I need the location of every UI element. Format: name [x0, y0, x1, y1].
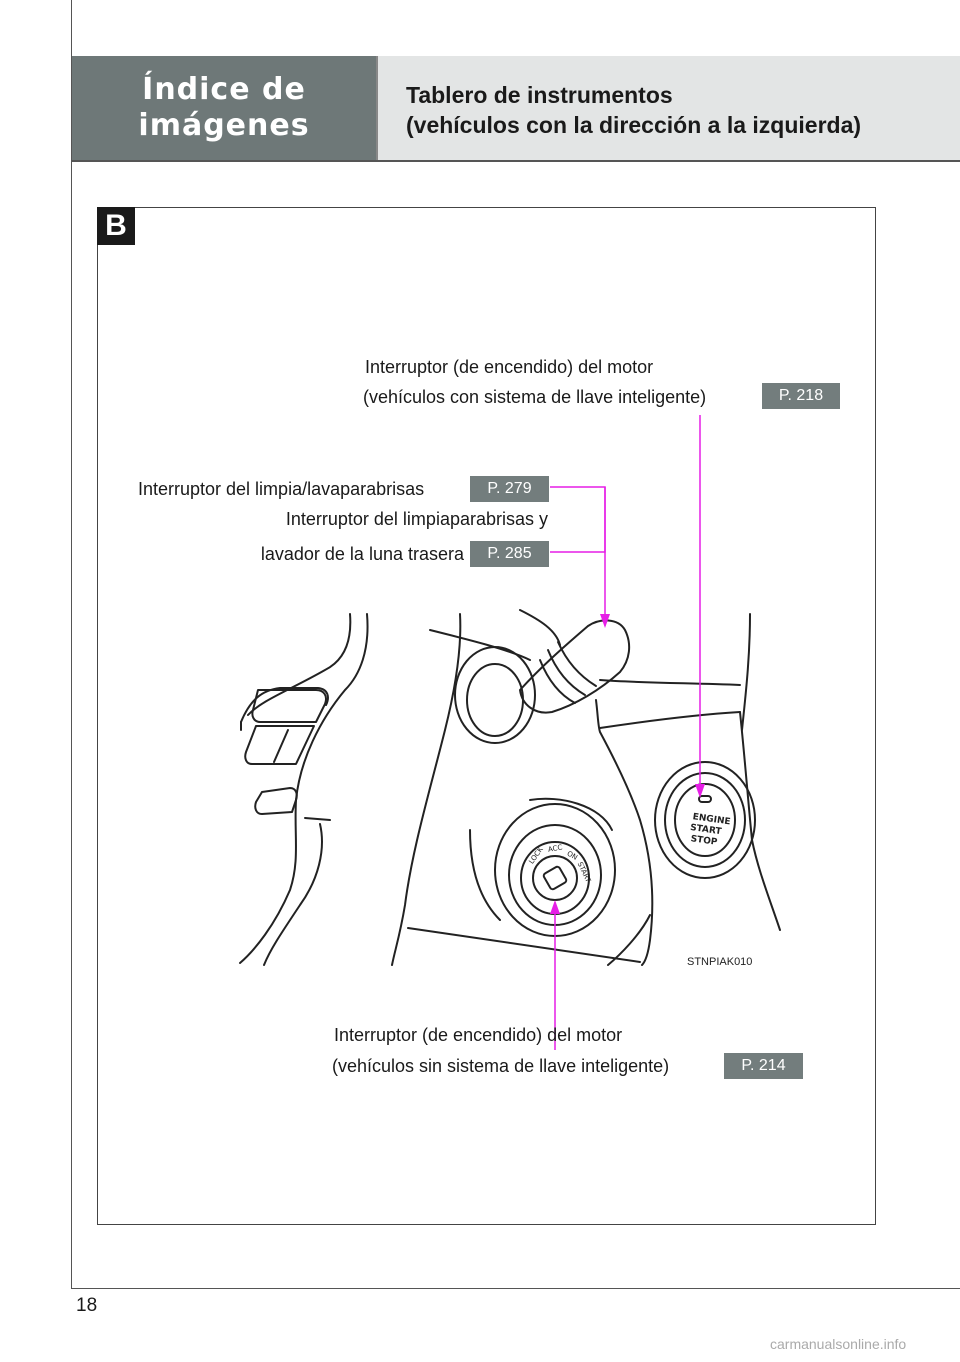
- header-divider: [72, 160, 960, 162]
- door-trim-edge: [239, 613, 369, 964]
- page-number: 18: [76, 1295, 98, 1316]
- illustration-panel: [97, 207, 876, 1225]
- window-switch-lower: [244, 725, 315, 765]
- callout-engine-switch-smart-line1: Interruptor (de encendido) del motor: [365, 357, 654, 377]
- page-ref-285[interactable]: P. 285: [470, 541, 549, 567]
- ignition-pos-start: START: [576, 861, 593, 885]
- ignition-pos-acc: ACC: [547, 843, 563, 853]
- page-title-line2: (vehículos con la dirección a la izquier…: [406, 112, 862, 138]
- callout-rear-wiper-line2: lavador de la luna trasera: [260, 544, 464, 564]
- section-header: Índice de imágenes: [72, 56, 376, 160]
- page-ref-279[interactable]: P. 279: [470, 476, 549, 502]
- callout-rear-wiper-line1: Interruptor del limpiaparabrisas y: [285, 509, 548, 529]
- illustration-code: STNPIAK010: [687, 956, 753, 968]
- window-switch-upper: [251, 689, 327, 723]
- mirror-switch: [254, 787, 298, 815]
- callout-engine-switch-key-line1: Interruptor (de encendido) del motor: [334, 1025, 623, 1045]
- watermark: carmanualsonline.info: [770, 1336, 907, 1352]
- section-badge: B: [97, 207, 135, 245]
- page-frame: [71, 0, 960, 1289]
- leader-line-wiper: [550, 486, 606, 553]
- ignition-pos-lock: LOCK: [527, 845, 544, 865]
- page-ref-218[interactable]: P. 218: [762, 383, 840, 409]
- section-title-line1: Índice de: [142, 72, 306, 107]
- start-button-line2: START: [689, 823, 722, 837]
- page-title-line1: Tablero de instrumentos: [406, 82, 673, 108]
- page-ref-214[interactable]: P. 214: [724, 1053, 803, 1079]
- page-title: Tablero de instrumentos (vehículos con l…: [376, 56, 960, 160]
- section-title-line2: imágenes: [138, 108, 310, 143]
- callout-engine-switch-key-line2: (vehículos sin sistema de llave intelige…: [332, 1056, 670, 1076]
- start-button-line3: STOP: [690, 834, 718, 848]
- callout-engine-switch-smart-line2: (vehículos con sistema de llave intelige…: [363, 387, 707, 407]
- callout-wiper-washer: Interruptor del limpia/lavaparabrisas: [138, 479, 425, 499]
- start-button-bezel: [654, 761, 756, 879]
- wiper-stalk: [519, 619, 631, 714]
